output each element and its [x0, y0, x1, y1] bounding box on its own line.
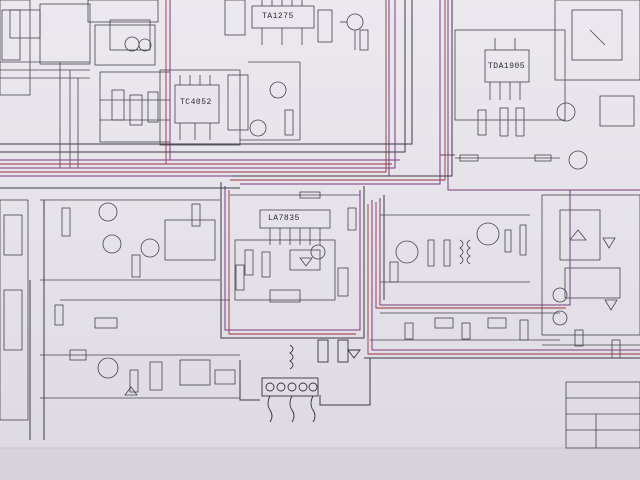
tda1905-block	[454, 0, 640, 170]
bottom-left-block	[40, 299, 240, 399]
ta1275-block	[224, 0, 369, 51]
right-block	[541, 194, 640, 359]
center-right-block	[370, 214, 560, 341]
ic-label-tc4052: TC4052	[180, 98, 212, 107]
left-middle-block	[0, 199, 220, 421]
ic-label-ta1275: TA1275	[262, 12, 294, 21]
title-block-frame	[565, 381, 640, 449]
bus-wiring-purple	[0, 0, 640, 351]
top-left-block	[0, 0, 171, 168]
bus-wiring-dark	[0, 0, 640, 440]
tc4052-block	[159, 61, 301, 146]
ic-label-tda1905: TDA1905	[488, 62, 526, 71]
paper-bottom-margin	[0, 448, 640, 480]
ic-label-la7835: LA7835	[268, 214, 300, 223]
connector-block	[261, 339, 361, 423]
bus-wiring-red	[0, 0, 640, 355]
la7835-block	[230, 191, 360, 303]
